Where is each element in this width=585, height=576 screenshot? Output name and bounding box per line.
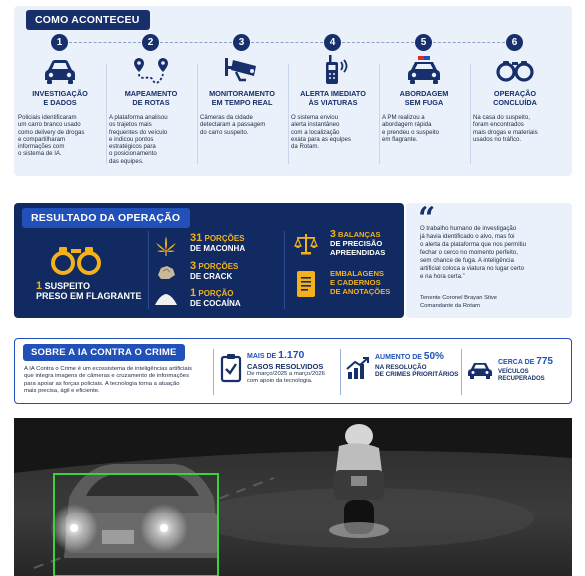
step-number: 2 [142,34,159,51]
surveillance-camera-photo [14,418,572,576]
cocaine-stat: 1 PORÇÃO DE COCAÍNA [190,287,241,308]
crack-stat: 3 PORÇÕES DE CRACK [190,260,239,281]
result-divider [284,231,285,309]
step-number: 5 [415,34,432,51]
quote-mark-icon: “ [418,201,436,236]
step-divider [470,64,471,164]
timeline-connector [69,42,141,43]
vehicles-recovered-stat: CERCA DE 775 VEÍCULOS RECUPERADOS [498,356,553,383]
about-ai-panel: SOBRE A IA CONTRA O CRIME A IA Contra o … [14,338,572,404]
timeline-connector [160,42,232,43]
result-divider [148,231,149,309]
ai-section-title: SOBRE A IA CONTRA O CRIME [23,344,185,361]
precision-scale-icon [294,234,318,255]
step-divider [379,64,380,164]
how-section-title: COMO ACONTECEU [26,10,150,30]
car-icon [45,60,75,84]
step-divider [106,64,107,164]
quote-author: Tenente Coronel Brayan Stive Comandante … [420,295,498,309]
operation-result-panel: RESULTADO DA OPERAÇÃO 1 SUSPEITO PRESO E… [14,203,404,318]
radio-alert-icon [326,55,348,84]
stat-divider [461,349,462,395]
crack-rock-icon [158,266,175,279]
security-camera-icon [225,58,256,82]
notebook-icon [297,271,315,297]
cocaine-powder-icon [155,294,177,305]
scales-stat: 3 BALANÇAS DE PRECISÃO APREENDIDAS [330,228,386,257]
suspect-car [50,464,219,558]
step-divider [288,64,289,164]
step-number: 6 [506,34,523,51]
timeline-connector [433,42,505,43]
timeline-connector [251,42,323,43]
suspect-stat: 1 SUSPEITO PRESO EM FLAGRANTE [36,280,142,302]
result-section-title: RESULTADO DA OPERAÇÃO [22,208,191,228]
step-number: 3 [233,34,250,51]
cases-solved-stat: MAIS DE 1.170 CASOS RESOLVIDOS De março/… [247,349,325,385]
timeline-connector [342,42,414,43]
step-divider [197,64,198,164]
stat-divider [213,349,214,395]
handcuffs-icon [51,247,101,275]
crime-resolution-stat: AUMENTO DE 50% NA RESOLUÇÃO DE CRIMES PR… [375,351,459,379]
police-car-icon [408,56,440,84]
stat-divider [340,349,341,395]
detection-box [53,473,219,576]
step-number: 4 [324,34,341,51]
clipboard-check-icon [220,354,242,383]
route-map-icon [134,58,168,84]
handcuffs-icon [496,61,534,82]
packaging-stat: EMBALAGENS E CADERNOS DE ANOTAÇÕES [330,269,391,296]
cannabis-leaf-icon [156,236,176,256]
marijuana-stat: 31 PORÇÕES DE MACONHA [190,232,246,253]
growth-chart-icon [346,357,369,379]
night-street-image [14,418,572,576]
recovered-car-icon [468,363,492,379]
step-number: 1 [51,34,68,51]
ai-description: A IA Contra o Crime é um ecossistema de … [24,366,192,394]
motorcycle-rider [329,424,389,538]
